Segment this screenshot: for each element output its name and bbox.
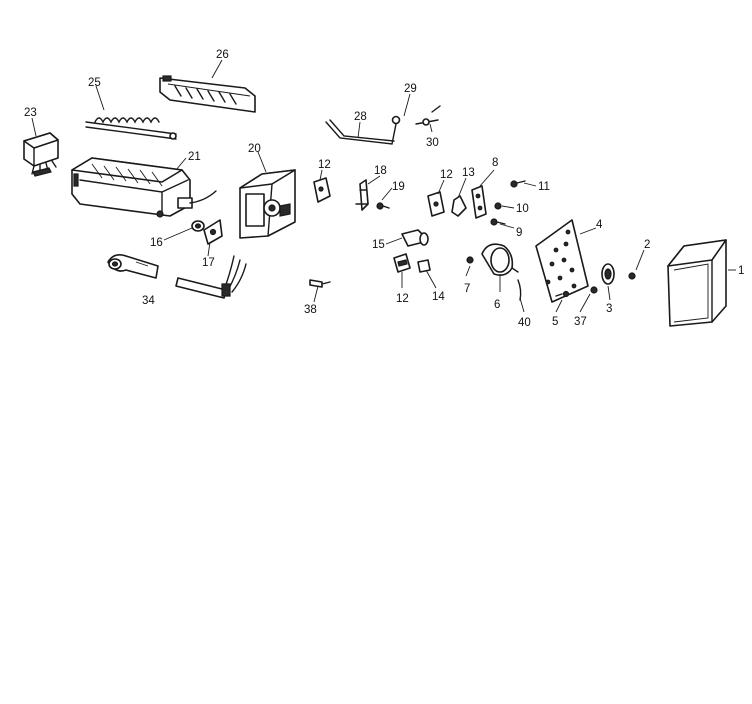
part-4-mounting-plate	[535, 219, 589, 303]
part-labels: 26 25 23 21 20 16 17 34 38 28 29 30 12 1…	[24, 49, 744, 329]
label-30: 30	[426, 137, 439, 149]
label-21: 21	[188, 151, 201, 163]
label-3: 3	[606, 303, 612, 315]
part-14-clip	[417, 259, 431, 273]
label-5: 5	[552, 316, 558, 328]
part-19-screw	[376, 202, 390, 210]
part-25-ejector	[85, 117, 177, 140]
part-30-spring	[415, 105, 441, 126]
label-8: 8	[492, 157, 498, 169]
label-20: 20	[248, 143, 261, 155]
label-12-a: 12	[318, 159, 331, 171]
label-28: 28	[354, 111, 367, 123]
part-11-screw	[510, 180, 526, 188]
part-38-connector	[309, 279, 331, 288]
part-6-motor	[481, 243, 519, 276]
part-3-gear	[601, 263, 615, 285]
part-7-screw	[466, 256, 474, 264]
part-1-cover	[667, 239, 727, 327]
part-28-shutoff-arm	[325, 115, 401, 145]
part-9-screw	[490, 218, 506, 226]
label-7: 7	[464, 283, 470, 295]
label-19: 19	[392, 181, 405, 193]
part-12-switch-b	[427, 191, 445, 217]
part-37-screw	[590, 286, 598, 294]
label-10: 10	[516, 203, 529, 215]
label-38: 38	[304, 304, 317, 316]
part-26-stripper	[159, 75, 256, 113]
part-40-wire	[517, 279, 522, 301]
label-29: 29	[404, 83, 417, 95]
part-12-switch-a	[313, 177, 331, 203]
label-25: 25	[88, 77, 101, 89]
part-17-bracket	[203, 219, 223, 245]
part-18-bracket	[355, 179, 369, 211]
label-40: 40	[518, 317, 531, 329]
part-5-screw	[555, 290, 570, 298]
part-34-fill-cup	[107, 254, 159, 279]
label-4: 4	[596, 219, 603, 231]
label-6: 6	[494, 299, 500, 311]
label-11: 11	[538, 181, 550, 193]
part-23-valve	[23, 132, 59, 177]
wire-harness	[175, 255, 247, 299]
label-1: 1	[738, 265, 744, 277]
label-16: 16	[150, 237, 163, 249]
label-18: 18	[374, 165, 387, 177]
part-20-housing	[239, 169, 296, 239]
part-15-thermostat	[401, 229, 429, 247]
part-8-bracket	[471, 185, 487, 219]
label-37: 37	[574, 316, 587, 328]
label-34: 34	[142, 295, 155, 307]
label-12-b: 12	[440, 169, 453, 181]
label-15: 15	[372, 239, 385, 251]
part-2-screw	[628, 272, 636, 280]
part-12-switch-c	[393, 253, 411, 273]
part-21-ice-mold	[71, 157, 217, 218]
part-13-plate	[451, 195, 467, 217]
leader-lines	[31, 59, 736, 313]
label-14: 14	[432, 291, 445, 303]
label-9: 9	[516, 227, 522, 239]
label-23: 23	[24, 107, 37, 119]
label-13: 13	[462, 167, 475, 179]
part-16-grommet	[191, 220, 205, 232]
label-2: 2	[644, 239, 650, 251]
part-10-screw	[494, 202, 502, 210]
label-26: 26	[216, 49, 229, 61]
label-17: 17	[202, 257, 215, 269]
label-12-c: 12	[396, 293, 409, 305]
